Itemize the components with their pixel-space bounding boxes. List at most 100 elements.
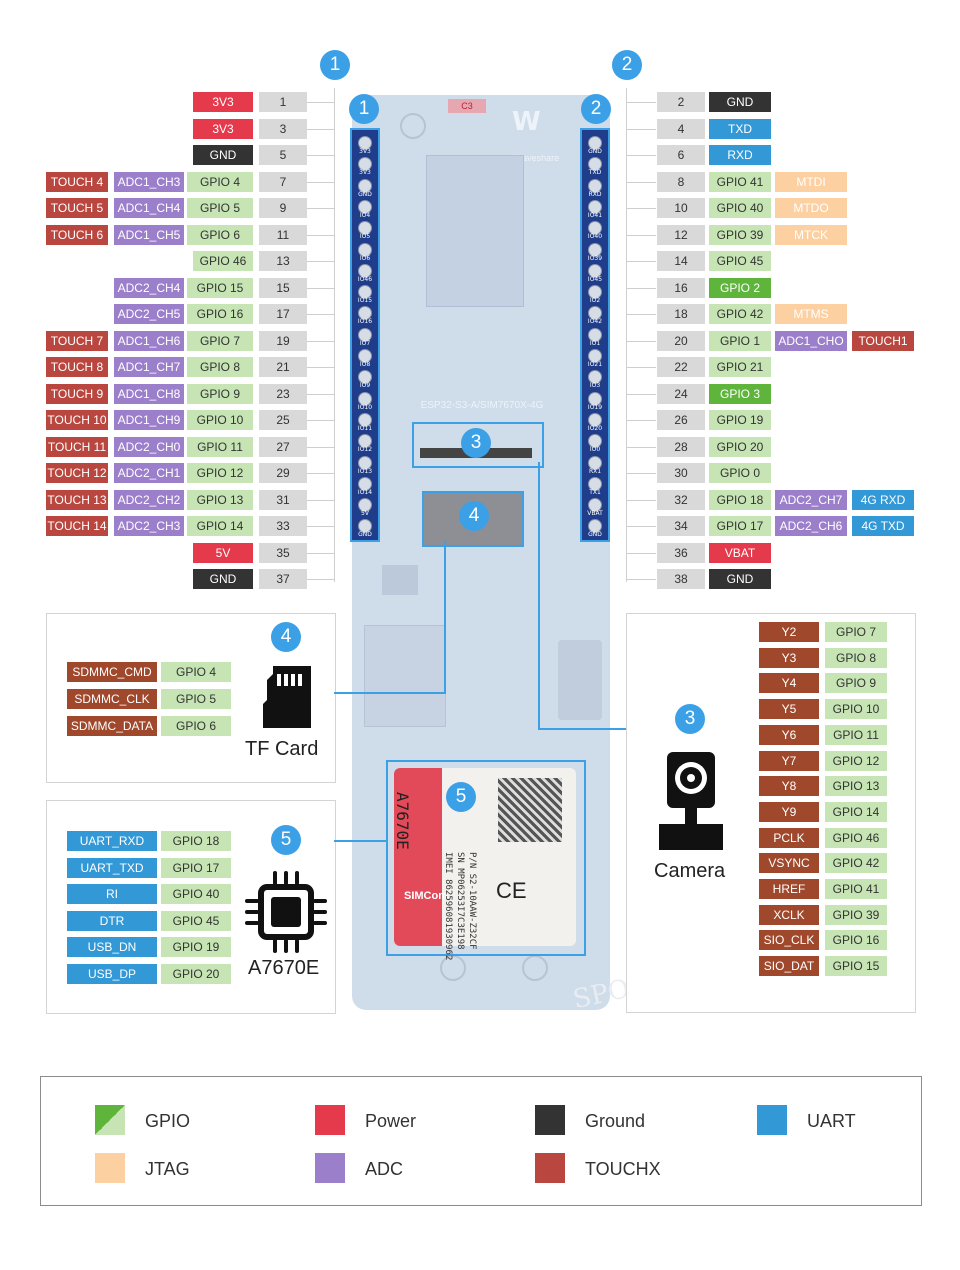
pin-function-label: ADC1_CH5 [114, 224, 184, 245]
usb-c-port [558, 640, 602, 720]
legend-label: ADC [365, 1159, 404, 1179]
pin-function-label: GPIO 41 [709, 171, 771, 192]
pin-function-label: MTDO [775, 198, 847, 218]
header-pin [588, 263, 602, 278]
pin-leader-line [307, 579, 334, 580]
pin-function-label: GPIO 0 [709, 463, 771, 483]
header-silk-label: IO10 [357, 403, 373, 411]
module-print-line: IMEI 862596081930962 [443, 852, 453, 961]
main-antenna [440, 955, 466, 981]
header-pin [358, 242, 372, 257]
pin-leader-line [307, 340, 334, 342]
pin-leader-line [626, 473, 656, 474]
pin-number: 11 [259, 224, 307, 245]
pin-number: 27 [259, 436, 307, 457]
header-silk-label: IO16 [357, 318, 373, 326]
pin-function-label: GND [193, 569, 253, 589]
legend-swatch [95, 1153, 125, 1183]
header-pin [358, 263, 372, 278]
header-pin [358, 391, 372, 406]
right-header-badge: 2 [581, 94, 611, 124]
pin-function-label: ADC1_CH8 [114, 383, 184, 404]
signal-gpio-label: GPIO 8 [825, 647, 887, 668]
signal-name-label: Y3 [759, 647, 819, 668]
tf-connector-vline [444, 541, 446, 693]
signal-name-label: Y5 [759, 699, 819, 720]
pin-number: 31 [259, 489, 307, 510]
tf-card-slot [422, 491, 524, 547]
pin-function-label: ADC2_CH2 [114, 489, 184, 510]
legend-label: Power [365, 1111, 417, 1131]
pin-function-label: GPIO 14 [187, 516, 253, 536]
pin-function-label: GPIO 6 [187, 224, 253, 245]
header-pin [358, 327, 372, 342]
module-print-line: SN MP06253I7C3E198 [455, 852, 465, 950]
pin-function-label: GPIO 7 [187, 330, 253, 351]
header-pin [588, 434, 602, 449]
header-pin [358, 136, 372, 150]
pin-function-label: GPIO 8 [187, 357, 253, 377]
signal-gpio-label: GPIO 16 [825, 930, 887, 951]
camera-icon [659, 752, 723, 850]
header-silk-label: IO21 [587, 361, 603, 368]
brand-label: Waveshare [514, 153, 560, 163]
signal-name-label: HREF [759, 879, 819, 899]
pin-leader-line [626, 579, 656, 580]
pin-leader-line [307, 367, 334, 368]
pin-leader-line [626, 314, 656, 315]
signal-gpio-label: GPIO 5 [161, 689, 231, 709]
a7670e-title: A7670E [248, 957, 320, 979]
chip-icon [245, 871, 327, 953]
header-pin [358, 498, 372, 513]
pin-function-label: TOUCH 14 [46, 516, 108, 536]
header-silk-label: GND [588, 531, 602, 539]
header-silk-label: IO1 [589, 339, 601, 347]
header-silk-label: TXD [588, 169, 602, 177]
module-name-print: A7670E [393, 792, 412, 850]
pin-function-label: ADC1_CHO [775, 330, 847, 351]
pin-number: 12 [657, 224, 705, 245]
pin-number: 13 [259, 251, 307, 271]
header-silk-label: TX1 [589, 488, 601, 496]
pin-function-label: MTDI [775, 171, 847, 192]
pin-number: 32 [657, 489, 705, 510]
header-pin [358, 519, 372, 534]
pin-leader-line [307, 314, 334, 315]
tf-card-badge: 4 [271, 622, 301, 652]
pin-number: 29 [259, 463, 307, 483]
pin-leader-line [307, 102, 334, 103]
pin-leader-line [307, 181, 334, 183]
a7670e-badge: 5 [271, 825, 301, 855]
header-pin [588, 370, 602, 385]
header-pin [588, 498, 602, 513]
signal-name-label: UART_RXD [67, 831, 157, 851]
signal-gpio-label: GPIO 15 [825, 956, 887, 977]
header-silk-label: 3V3 [359, 148, 371, 155]
signal-name-label: XCLK [759, 904, 819, 925]
pin-number: 34 [657, 516, 705, 536]
pin-function-label: ADC2_CH4 [114, 277, 184, 298]
signal-gpio-label: GPIO 9 [825, 673, 887, 694]
header-pin [588, 412, 602, 427]
signal-gpio-label: GPIO 39 [825, 904, 887, 925]
pin-function-label: GPIO 20 [709, 436, 771, 457]
pin-function-label: TOUCH1 [852, 330, 914, 351]
header-pin [358, 285, 372, 300]
pin-number: 25 [259, 410, 307, 430]
sim-slot [364, 625, 446, 727]
header-pin [358, 306, 372, 321]
header-pin [588, 306, 602, 321]
pin-number: 16 [657, 277, 705, 298]
pin-function-label: 3V3 [193, 92, 253, 112]
header-pin [588, 391, 602, 406]
signal-gpio-label: GPIO 46 [825, 827, 887, 848]
pin-number: 33 [259, 516, 307, 536]
pin-number: 26 [657, 410, 705, 430]
header-silk-label: IO3 [589, 382, 601, 390]
pin-number: 14 [657, 251, 705, 271]
header-silk-label: GND [588, 148, 602, 155]
pin-leader-line [307, 208, 334, 209]
header-silk-label: GND [358, 531, 372, 539]
header-silk-label: IO39 [587, 254, 603, 262]
header-pin [588, 178, 602, 193]
